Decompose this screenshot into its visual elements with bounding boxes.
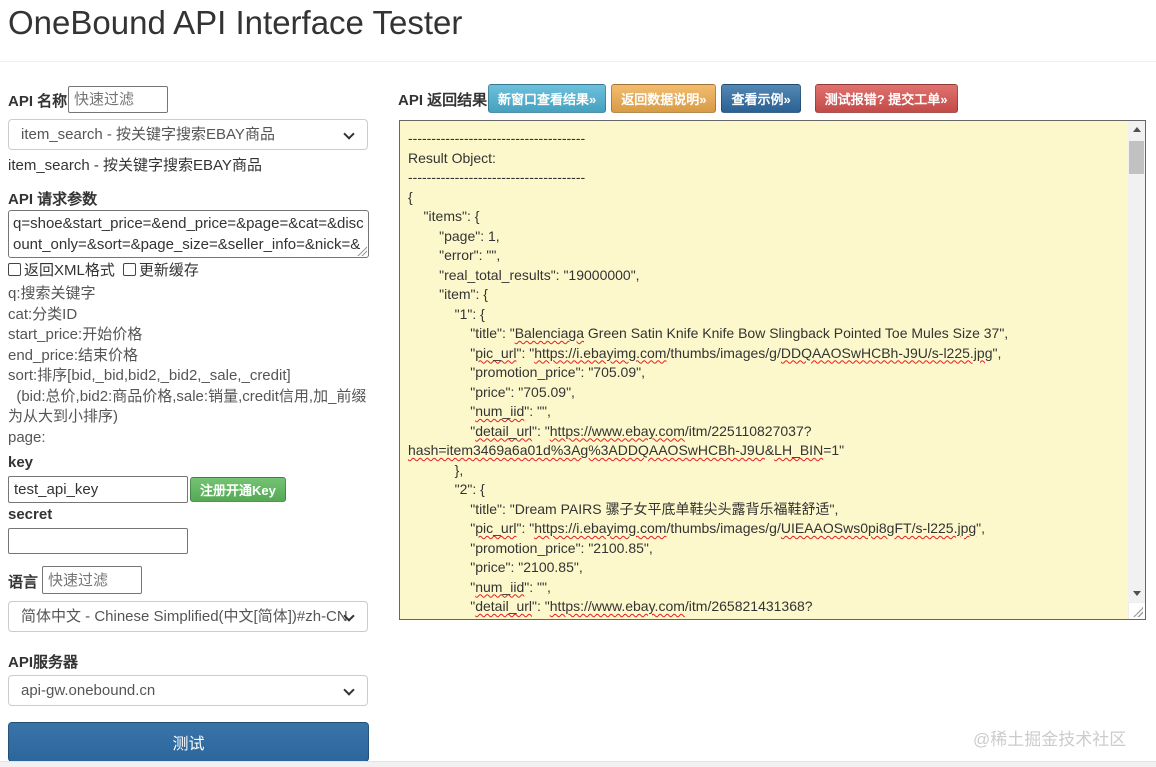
result-line: "promotion_price": "2100.85", — [408, 539, 653, 556]
result-label: API 返回结果 — [398, 92, 488, 109]
result-line: hash=item3469a6a01d%3Ag%3ADDQAAOSwHCBh-J… — [408, 442, 845, 458]
format-options-row: 返回XML格式 更新缓存 — [8, 259, 207, 280]
params-resize-grip[interactable] — [356, 245, 367, 256]
return-data-doc-button[interactable]: 返回数据说明» — [611, 84, 717, 113]
param-doc-line: q:搜索关键字 — [8, 285, 96, 302]
register-key-button[interactable]: 注册开通Key — [190, 477, 286, 502]
param-doc-line: page: — [8, 428, 46, 446]
secret-label: secret — [8, 506, 53, 523]
key-label: key — [8, 454, 34, 471]
result-line: "detail_url": "https://www.ebay.com/itm/… — [408, 598, 813, 614]
result-line: "price": "2100.85", — [408, 559, 583, 575]
result-line: }, — [408, 461, 464, 478]
scrollbar-up-button[interactable] — [1128, 121, 1145, 138]
param-doc-line: end_price:结束价格 — [8, 346, 139, 364]
result-line: "items": { — [408, 208, 480, 224]
xml-format-checkbox[interactable] — [8, 263, 21, 276]
test-button[interactable]: 测试 — [8, 722, 369, 762]
result-line: "promotion_price": "705.09", — [408, 364, 645, 380]
result-line: "pic_url": "https://i.ebayimg.com/thumbs… — [408, 344, 1002, 361]
api-server-select-value: api-gw.onebound.cn — [21, 682, 156, 699]
result-actions: 新窗口查看结果»返回数据说明»查看示例» 测试报错? 提交工单» — [488, 84, 963, 113]
refresh-cache-checkbox[interactable] — [122, 263, 136, 276]
result-line: "detail_url": "https://www.ebay.com/itm/… — [408, 422, 812, 439]
xml-format-label: 返回XML格式 — [24, 262, 115, 279]
param-doc-line: sort:排序[bid,_bid,bid2,_bid2,_sale,_credi… — [8, 367, 291, 384]
secret-input[interactable] — [8, 528, 188, 554]
result-line: -------------------------------------- — [408, 169, 586, 185]
api-select-caption: item_search - 按关键字搜索EBAY商品 — [8, 157, 262, 174]
result-line: "num_iid": "", — [408, 578, 551, 595]
result-line: "title": "Balenciaga Green Satin Knife K… — [408, 325, 1009, 341]
param-doc-line: (bid:总价,bid2:商品价格,sale:销量,credit信用,加_前缀为… — [8, 387, 367, 426]
horizontal-scrollbar-track[interactable] — [0, 761, 1156, 767]
scrollbar-thumb[interactable] — [1129, 141, 1144, 174]
result-line: "1": { — [408, 305, 485, 322]
params-label: API 请求参数 — [8, 191, 98, 208]
api-select[interactable]: item_search - 按关键字搜索EBAY商品 — [8, 119, 368, 150]
param-doc-line: cat:分类ID — [8, 305, 78, 323]
result-textarea[interactable]: -------------------------------------- Re… — [399, 120, 1146, 620]
result-line: "2": { — [408, 481, 485, 497]
language-select-value: 简体中文 - Chinese Simplified(中文[简体])#zh-CN — [21, 608, 348, 625]
result-line: "title": "Dream PAIRS 骡子女平底单鞋尖头露背乐福鞋舒适", — [408, 500, 839, 517]
watermark: @稀土掘金技术社区 — [973, 730, 1127, 749]
api-name-filter-input[interactable] — [68, 86, 168, 113]
header-divider — [0, 61, 1156, 62]
refresh-cache-label: 更新缓存 — [138, 262, 199, 279]
param-doc-line: start_price:开始价格 — [8, 326, 143, 343]
result-line: "error": "", — [408, 247, 501, 263]
result-line: Result Object: — [408, 149, 496, 166]
result-line: "pic_url": "https://i.ebayimg.com/thumbs… — [408, 520, 986, 536]
page-title: OneBound API Interface Tester — [8, 4, 463, 41]
result-line: "price": "705.09", — [408, 383, 575, 400]
api-name-label: API 名称 — [8, 93, 68, 110]
params-textarea[interactable]: q=shoe&start_price=&end_price=&page=&cat… — [8, 210, 369, 258]
api-select-value: item_search - 按关键字搜索EBAY商品 — [21, 126, 275, 143]
language-label: 语言 — [8, 574, 39, 591]
language-select[interactable]: 简体中文 - Chinese Simplified(中文[简体])#zh-CN — [8, 601, 368, 632]
language-filter-input[interactable] — [42, 566, 142, 594]
arrow-down-icon — [1132, 591, 1141, 596]
api-server-select[interactable]: api-gw.onebound.cn — [8, 675, 368, 706]
key-input[interactable] — [8, 476, 188, 503]
result-line: "page": 1, — [408, 227, 500, 244]
api-server-label: API服务器 — [8, 654, 79, 671]
result-content: -------------------------------------- Re… — [400, 121, 1128, 619]
result-resize-grip[interactable] — [1128, 602, 1145, 619]
arrow-up-icon — [1132, 127, 1141, 132]
param-docs: q:搜索关键字 cat:分类ID start_price:开始价格 end_price… — [8, 284, 370, 448]
view-example-button[interactable]: 查看示例» — [721, 84, 801, 113]
open-result-new-window-button[interactable]: 新窗口查看结果» — [488, 84, 607, 113]
result-line: "item": { — [408, 286, 488, 302]
result-line: -------------------------------------- — [408, 130, 586, 146]
result-line: { — [408, 188, 413, 205]
report-error-ticket-button[interactable]: 测试报错? 提交工单» — [814, 84, 958, 113]
result-scrollbar[interactable] — [1128, 121, 1145, 602]
scrollbar-down-button[interactable] — [1128, 585, 1145, 602]
result-line: "real_total_results": "19000000", — [408, 266, 640, 283]
result-line: "num_iid": "", — [408, 403, 551, 419]
